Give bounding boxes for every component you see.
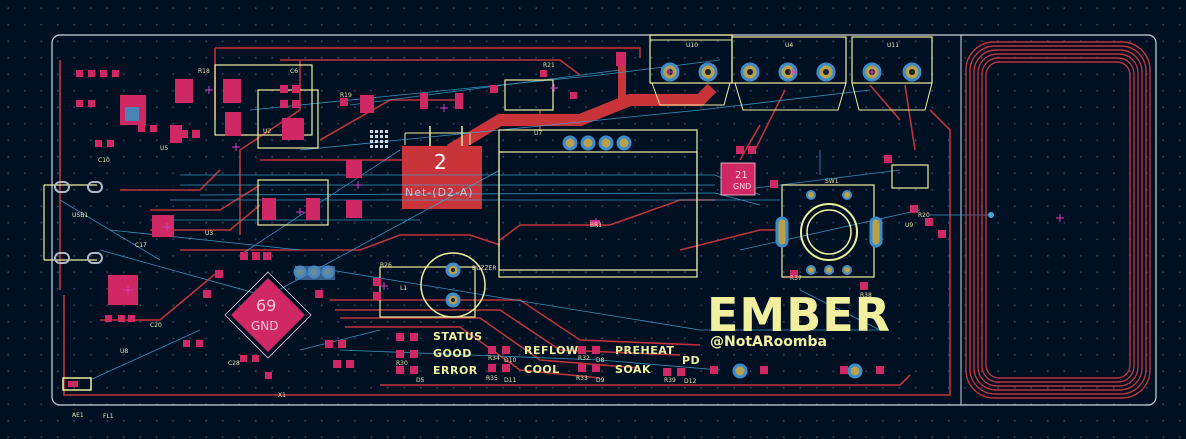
board-brand-text: EMBER <box>707 288 892 342</box>
ref-x1: X1 <box>278 392 286 399</box>
ref-u2: U2 <box>263 128 272 135</box>
ref-u3: U3 <box>205 230 214 237</box>
heater-pad-net: Net-(D2-A) <box>405 186 474 199</box>
ref-r34: R34 <box>488 355 500 362</box>
ref-ae1: AE1 <box>72 412 84 419</box>
ref-r32: R32 <box>578 355 590 362</box>
ref-u4: U4 <box>785 42 794 49</box>
ref-d5: D5 <box>416 377 425 384</box>
buzzer-outline <box>420 252 486 318</box>
usb-pad <box>295 266 335 280</box>
usb-connector[interactable] <box>54 181 103 264</box>
ref-d8: D8 <box>596 357 605 364</box>
ref-r19: R19 <box>340 92 352 99</box>
ref-c6: C6 <box>290 68 299 75</box>
ref-c10: C10 <box>98 157 110 164</box>
ref-r30: R30 <box>396 360 408 367</box>
led-label-reflow: REFLOW <box>524 344 579 357</box>
ref-u9: U9 <box>905 222 914 229</box>
anchor-markers <box>124 68 1064 294</box>
ref-u11: U11 <box>887 42 900 49</box>
mcu-pin-count: 69 <box>256 296 277 315</box>
ref-r18: R18 <box>198 68 210 75</box>
ref-d12: D12 <box>684 378 697 385</box>
board-outline <box>51 34 1157 406</box>
ref-l1: L1 <box>400 285 408 292</box>
heater-pad[interactable] <box>402 146 482 209</box>
ref-d9: D9 <box>596 377 605 384</box>
ref-fl1: FL1 <box>103 413 114 420</box>
led-label-good: GOOD <box>433 347 472 360</box>
smd-pads <box>76 52 946 379</box>
heater-pad-number: 2 <box>434 150 447 174</box>
ref-sw1: SW1 <box>825 178 839 185</box>
led-label-soak: SOAK <box>615 363 652 376</box>
led-label-preheat: PREHEAT <box>615 344 675 357</box>
ref-c17: C17 <box>135 242 147 249</box>
heater-trace <box>446 83 717 156</box>
ref-r35: R35 <box>486 375 498 382</box>
ref-c20: C20 <box>150 322 162 329</box>
driver-net: GND <box>733 182 752 191</box>
ref-r20: R20 <box>918 212 930 219</box>
ref-r26: R26 <box>380 262 392 269</box>
mcu-net: GND <box>251 319 279 333</box>
rotary-encoder[interactable] <box>775 190 883 275</box>
ref-d10: D10 <box>504 357 517 364</box>
ref-u5: U5 <box>160 145 169 152</box>
ref-u8: U8 <box>120 348 129 355</box>
ref-r33: R33 <box>576 375 588 382</box>
antenna-chip-pad <box>68 381 78 387</box>
led-label-cool: COOL <box>524 363 560 376</box>
bga-pads <box>370 130 388 148</box>
ref-br1: BR1 <box>590 222 603 229</box>
ref-r21: R21 <box>543 62 555 69</box>
led-label-status: STATUS <box>433 330 483 343</box>
ref-u10: U10 <box>686 42 699 49</box>
board-author-handle: @NotARoomba <box>710 334 827 350</box>
ref-usb1: USB1 <box>72 212 89 219</box>
led-label-error: ERROR <box>433 364 478 377</box>
ref-r37: R37 <box>790 275 802 282</box>
led-label-pd: PD <box>682 354 701 367</box>
ref-c28: C28 <box>228 360 240 367</box>
ref-u7: U7 <box>534 130 543 137</box>
nfc-antenna-coil <box>965 41 1151 399</box>
ref-d11: D11 <box>504 377 517 384</box>
mcu-chip[interactable] <box>224 271 312 359</box>
through-hole-drills <box>451 69 915 302</box>
driver-ic[interactable] <box>720 162 756 196</box>
crystal-pad <box>125 107 139 121</box>
ref-r39: R39 <box>664 377 676 384</box>
driver-pin-count: 21 <box>735 170 748 181</box>
ref-r38: R38 <box>860 292 872 299</box>
ref-buzzer: BUZZER <box>472 265 497 272</box>
terminal-blocks <box>649 39 933 111</box>
antenna-chip <box>62 377 92 391</box>
